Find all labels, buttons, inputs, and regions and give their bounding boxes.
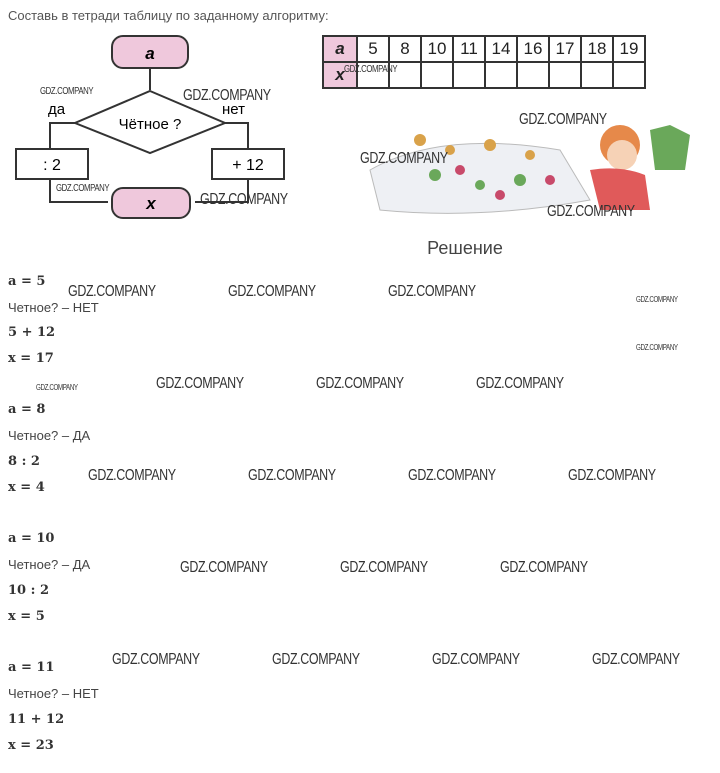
watermark: GDZ.COMPANY <box>432 651 520 668</box>
table-cell: 10 <box>420 35 454 63</box>
table-cell: 11 <box>452 35 486 63</box>
watermark: GDZ.COMPANY <box>408 467 496 484</box>
watermark: GDZ.COMPANY <box>388 283 476 300</box>
solution-1-check: Четное? – НЕТ <box>8 300 99 315</box>
watermark: GDZ.COMPANY <box>156 375 244 392</box>
table-row-x: x <box>322 61 646 89</box>
watermark: GDZ.COMPANY <box>500 559 588 576</box>
watermark: GDZ.COMPANY <box>360 150 448 167</box>
watermark: GDZ.COMPANY <box>180 559 268 576</box>
watermark: GDZ.COMPANY <box>636 343 678 352</box>
watermark: GDZ.COMPANY <box>183 87 271 104</box>
flowchart-yes-label: да <box>48 101 66 118</box>
watermark: GDZ.COMPANY <box>592 651 680 668</box>
solution-3-a: a = 10 <box>8 531 55 546</box>
solution-3-op: 10 : 2 <box>8 583 49 598</box>
flowchart-no-label: нет <box>222 101 245 118</box>
watermark: GDZ.COMPANY <box>519 111 607 128</box>
watermark: GDZ.COMPANY <box>228 283 316 300</box>
watermark: GDZ.COMPANY <box>568 467 656 484</box>
flowchart-start-label: a <box>145 44 154 63</box>
row-label-a: a <box>322 35 358 63</box>
watermark: GDZ.COMPANY <box>56 183 110 194</box>
table-cell: 5 <box>356 35 390 63</box>
solution-2-op: 8 : 2 <box>8 454 40 469</box>
solution-1-op: 5 + 12 <box>8 325 56 340</box>
table-row-a: a 5 8 10 11 14 16 17 18 19 <box>322 35 646 63</box>
watermark: GDZ.COMPANY <box>88 467 176 484</box>
table-cell: 17 <box>548 35 582 63</box>
solution-4-x: x = 23 <box>8 738 54 753</box>
watermark: GDZ.COMPANY <box>272 651 360 668</box>
table-cell: 8 <box>388 35 422 63</box>
table-cell: 18 <box>580 35 614 63</box>
watermark: GDZ.COMPANY <box>547 203 635 220</box>
solution-title: Решение <box>427 238 503 258</box>
watermark: GDZ.COMPANY <box>36 383 78 392</box>
flowchart-divide-box <box>15 148 89 180</box>
solution-1-a: a = 5 <box>8 274 46 289</box>
solution-2-a: a = 8 <box>8 402 46 417</box>
watermark: GDZ.COMPANY <box>200 191 288 208</box>
solution-2-x: x = 4 <box>8 480 45 495</box>
table-cell: 19 <box>612 35 646 63</box>
row-label-x: x <box>322 61 358 89</box>
table-cell: 14 <box>484 35 518 63</box>
flowchart-condition <box>72 89 228 155</box>
solution-3-check: Четное? – ДА <box>8 557 91 572</box>
girl-with-buttons-illustration <box>369 125 690 214</box>
task-text: Составь в тетради таблицу по заданному а… <box>8 8 329 23</box>
flowchart-end-label: x <box>145 194 157 213</box>
table-cell: 16 <box>516 35 550 63</box>
flowchart-divide-label: : 2 <box>43 157 61 174</box>
flowchart-end <box>111 187 191 219</box>
solution-1-x: x = 17 <box>8 351 54 366</box>
flowchart-add-box <box>211 148 285 180</box>
solution-2-check: Четное? – ДА <box>8 428 91 443</box>
watermark: GDZ.COMPANY <box>636 295 678 304</box>
flowchart-add-label: + 12 <box>232 157 264 174</box>
watermark: GDZ.COMPANY <box>112 651 200 668</box>
flowchart-condition-label: Чётное ? <box>119 116 182 133</box>
flowchart: a Чётное ? да нет : 2 + 12 x <box>15 35 285 219</box>
watermark: GDZ.COMPANY <box>344 64 398 75</box>
watermark: GDZ.COMPANY <box>68 283 156 300</box>
solution-4-check: Четное? – НЕТ <box>8 686 99 701</box>
watermark: GDZ.COMPANY <box>340 559 428 576</box>
solution-3-x: x = 5 <box>8 609 45 624</box>
watermark: GDZ.COMPANY <box>316 375 404 392</box>
solution-4-op: 11 + 12 <box>8 712 65 727</box>
solution-4-a: a = 11 <box>8 660 55 675</box>
values-table: a 5 8 10 11 14 16 17 18 19 x <box>322 35 646 89</box>
watermark: GDZ.COMPANY <box>40 86 94 97</box>
watermark: GDZ.COMPANY <box>476 375 564 392</box>
watermark: GDZ.COMPANY <box>248 467 336 484</box>
